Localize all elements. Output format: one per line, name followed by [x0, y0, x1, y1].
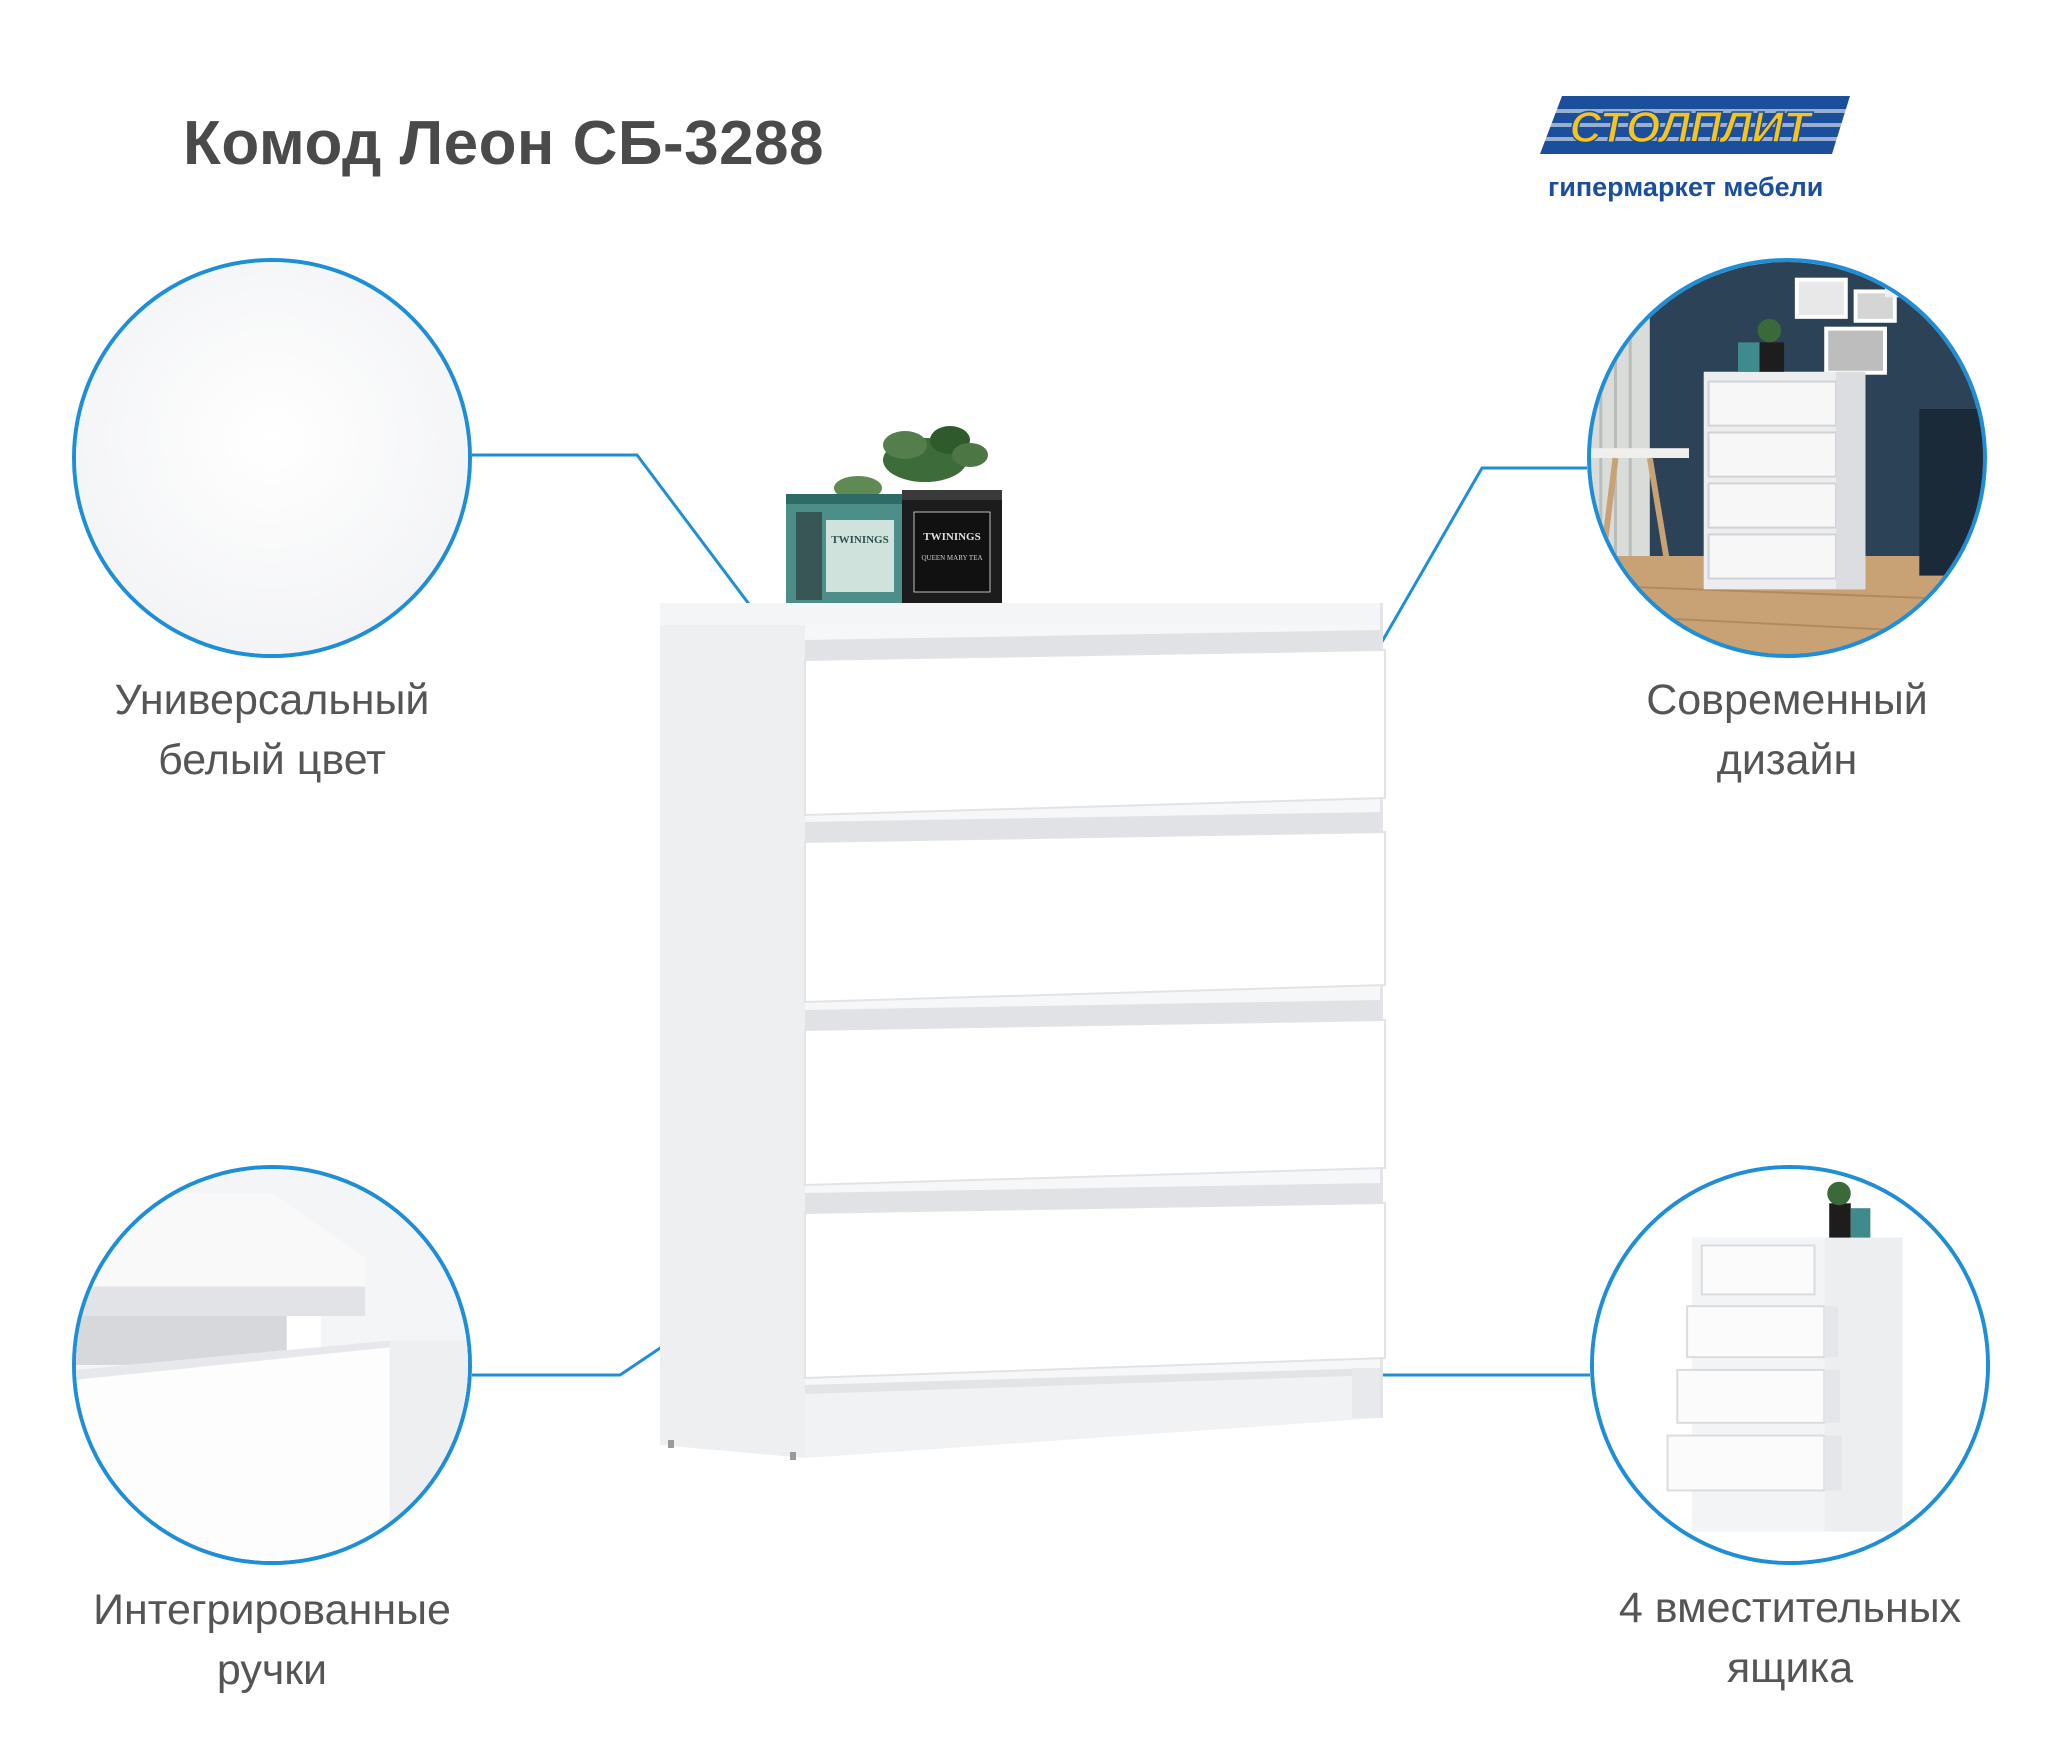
caption-color: Универсальный белый цвет: [72, 670, 472, 790]
caption-handles: Интегрированные ручки: [52, 1580, 492, 1700]
white-color-swatch: [72, 258, 472, 658]
page-title: Комод Леон СБ-3288: [183, 109, 825, 178]
caption-design-line1: Современный: [1646, 676, 1928, 724]
tea-tin-sub-black: QUEEN MARY TEA: [921, 554, 982, 562]
open-drawers-photo: [1590, 1165, 1990, 1565]
caption-color-line2: белый цвет: [158, 736, 386, 784]
caption-handles-line2: ручки: [216, 1646, 328, 1694]
brand-name: СТОЛПЛИТ: [1570, 103, 1814, 152]
caption-color-line1: Универсальный: [114, 676, 430, 724]
tea-tin-label-black: TWININGS: [923, 531, 980, 543]
caption-drawers-line1: 4 вместительных: [1618, 1584, 1962, 1632]
caption-design: Современный дизайн: [1587, 670, 1987, 790]
caption-drawers: 4 вместительных ящика: [1570, 1578, 2010, 1698]
dresser-plinth: [805, 1368, 1380, 1458]
drawer-4: [804, 1183, 1386, 1380]
tea-tin-black: TWININGS QUEEN MARY TEA: [902, 490, 1002, 606]
drawer-3: [804, 1000, 1386, 1187]
brand-logo: СТОЛПЛИТ гипермаркет мебели: [1540, 96, 1860, 206]
drawer-2: [804, 812, 1386, 1004]
dresser-side: [660, 625, 805, 1458]
brand-tagline: гипермаркет мебели: [1548, 172, 1824, 202]
drawer-1: [804, 630, 1386, 817]
brand-wordmark: СТОЛПЛИТ: [1540, 96, 1850, 154]
caption-design-line2: дизайн: [1716, 736, 1858, 784]
tea-tin-label-green: TWININGS: [831, 534, 888, 546]
caption-drawers-line2: ящика: [1726, 1644, 1854, 1692]
tea-tin-green: TWININGS: [786, 494, 902, 606]
interior-photo: [1587, 258, 1987, 658]
decor-plant: [834, 426, 988, 500]
caption-handles-line1: Интегрированные: [93, 1586, 451, 1634]
dresser-top: [660, 603, 1380, 625]
